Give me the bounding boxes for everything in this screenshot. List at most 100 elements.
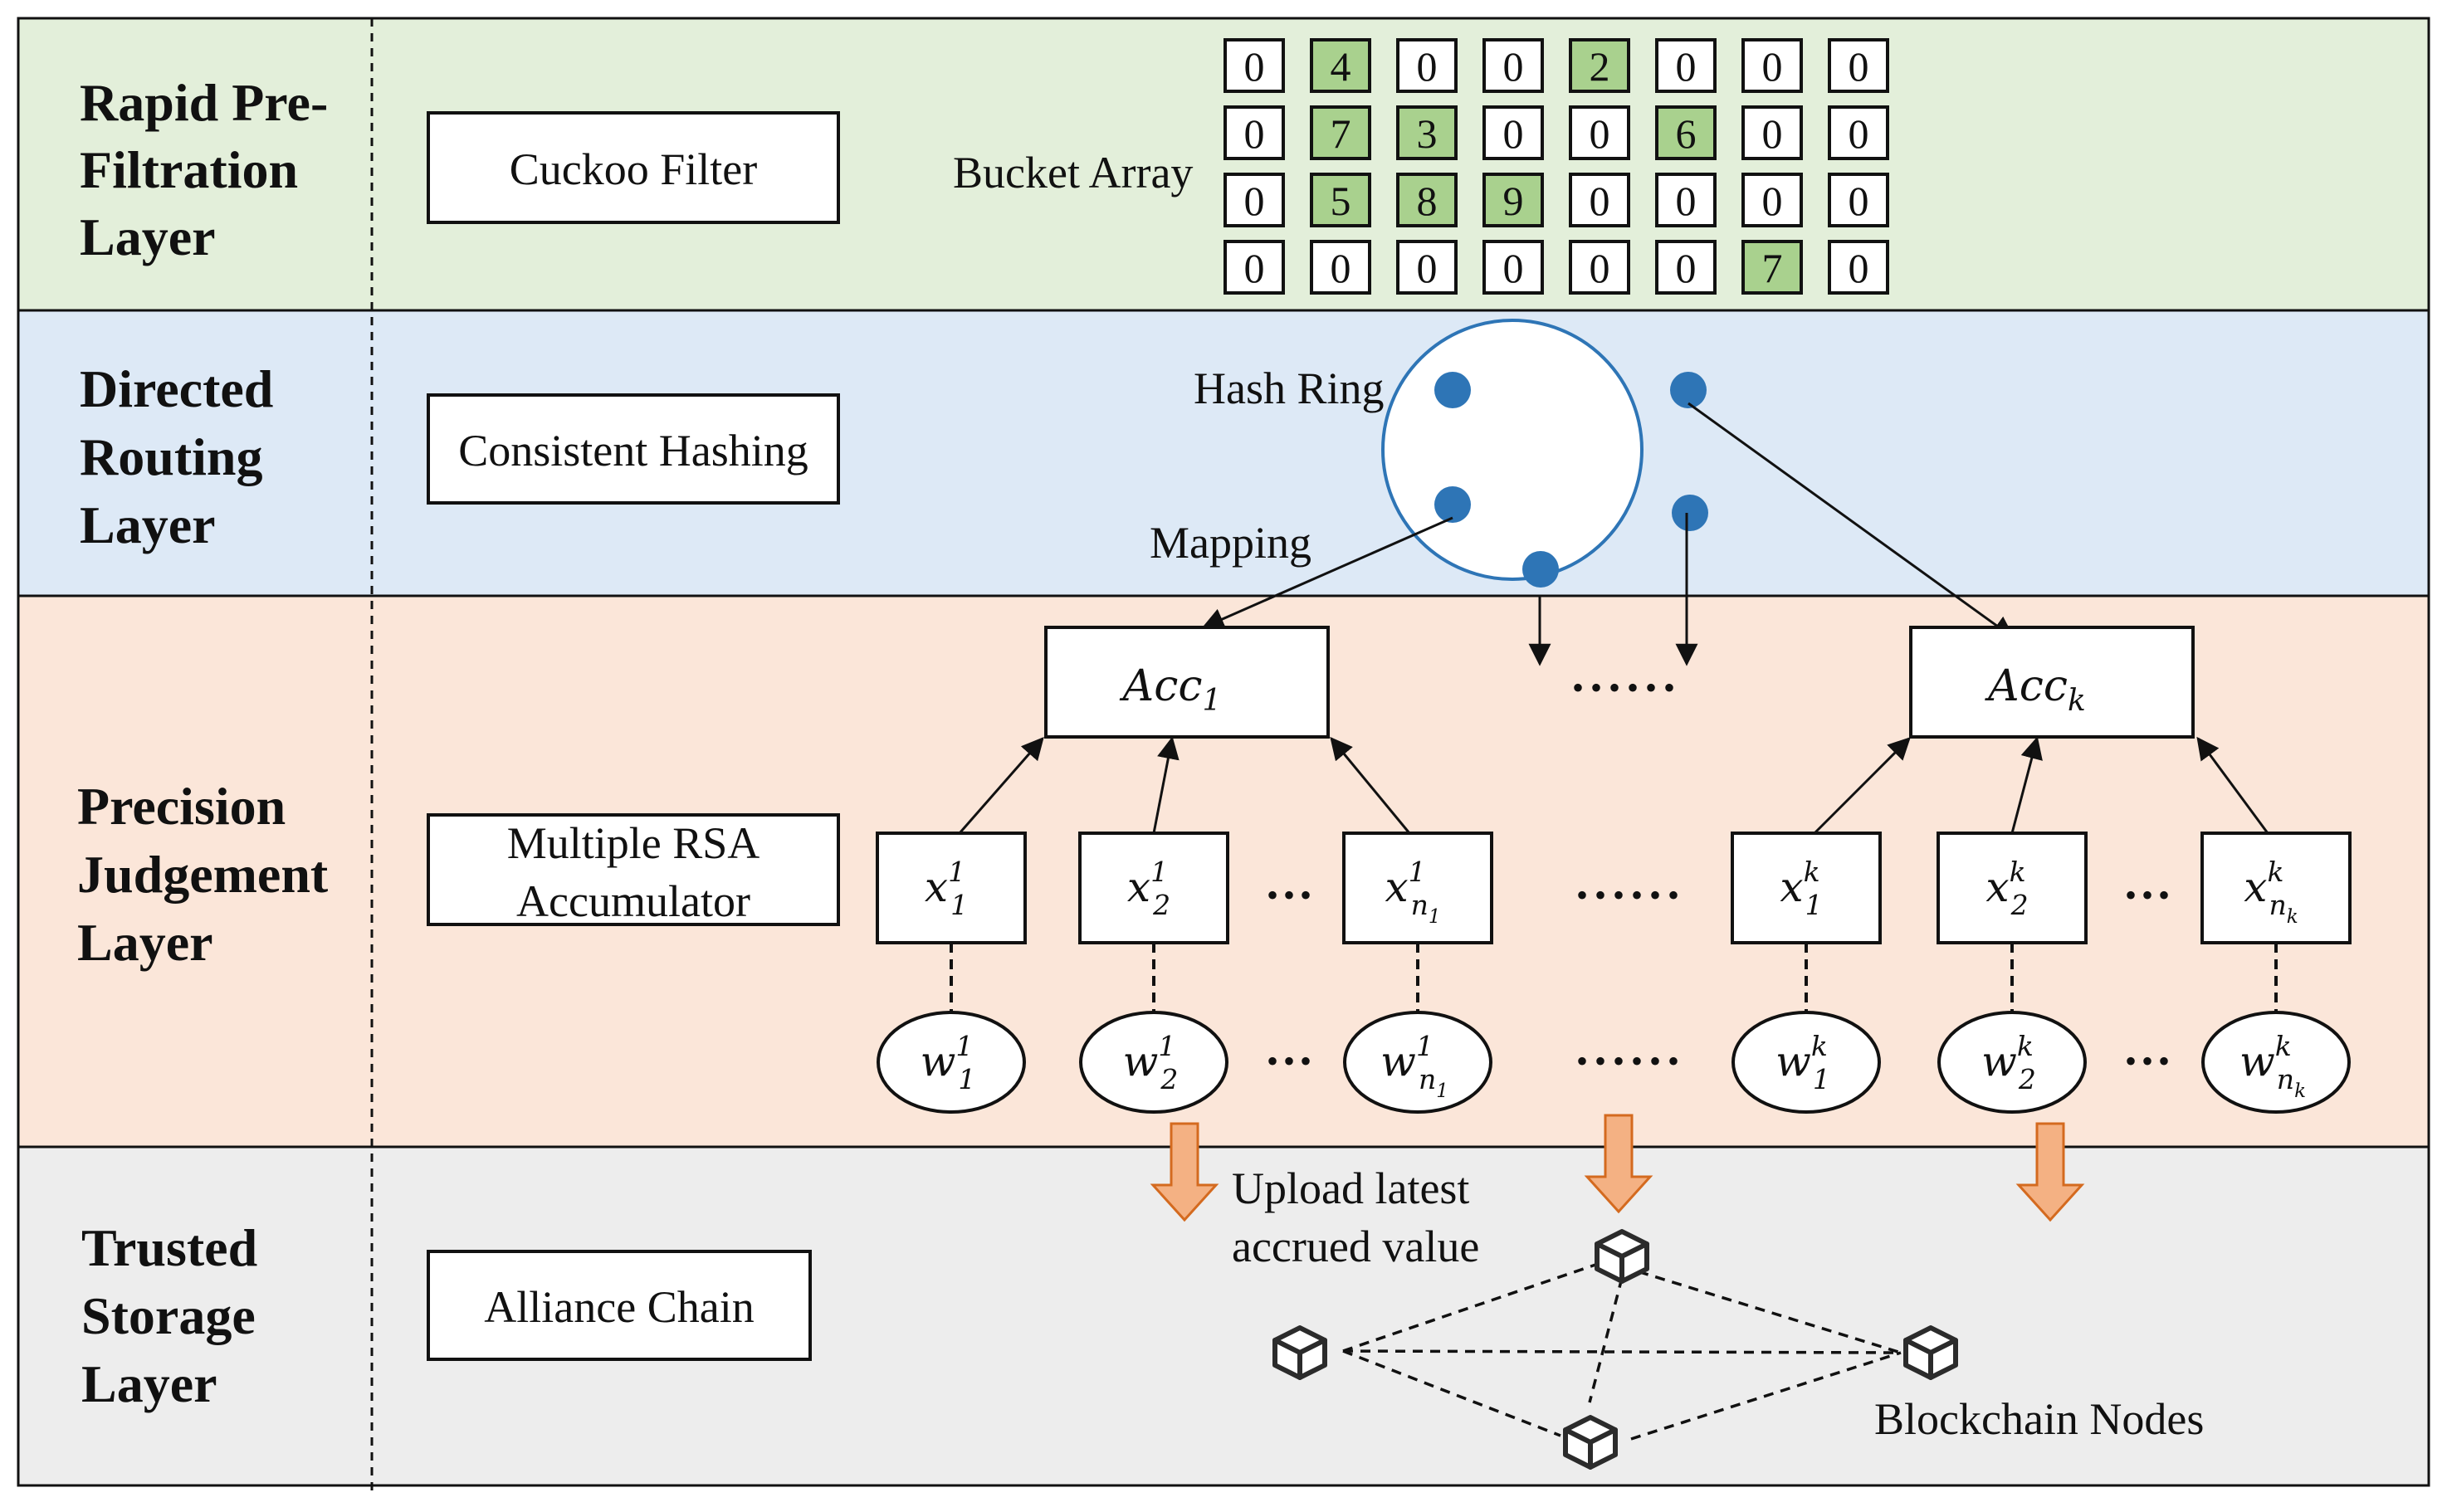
bucket-cell: 0: [1655, 240, 1717, 295]
bucket-cell: 0: [1741, 38, 1803, 93]
svg-text:0: 0: [1590, 110, 1610, 157]
layer-title-judgement: Precision Judgement Layer: [77, 777, 329, 972]
accumulator-1: Acc1: [1044, 626, 1330, 739]
hash-ring-node: [1522, 551, 1559, 588]
svg-text:x12: x12: [1127, 856, 1170, 921]
bucket-cell: 0: [1828, 105, 1889, 160]
upload-arrow: [1150, 1122, 1219, 1222]
svg-text:0: 0: [1590, 178, 1610, 224]
ellipsis-elements-group1: •••: [1267, 876, 1316, 914]
svg-text:x11: x11: [925, 856, 968, 921]
svg-text:6: 6: [1676, 110, 1697, 157]
svg-text:8: 8: [1417, 178, 1438, 224]
hash-ring-nodes: [1434, 372, 1708, 588]
svg-text:0: 0: [1417, 43, 1438, 90]
svg-text:0: 0: [1849, 245, 1869, 291]
ellipsis-witness-group2: •••: [2125, 1042, 2175, 1080]
bucket-cell: 0: [1569, 240, 1630, 295]
blockchain-nodes-label: Blockchain Nodes: [1874, 1394, 2204, 1444]
upload-label: Upload latest accrued value: [1232, 1163, 1479, 1271]
bucket-cell: 0: [1741, 173, 1803, 227]
svg-text:0: 0: [1762, 43, 1783, 90]
svg-text:w12: w12: [1123, 1030, 1179, 1095]
svg-text:xk2: xk2: [1985, 856, 2028, 921]
blockchain-links: [1342, 1260, 1902, 1441]
element-to-accumulator-arrow: [958, 736, 1044, 834]
layer-title-prefiltration: Rapid Pre- Filtration Layer: [80, 73, 328, 266]
svg-text:0: 0: [1676, 43, 1697, 90]
bucket-cell: 0: [1482, 38, 1544, 93]
svg-text:Upload latest: Upload latest: [1232, 1163, 1469, 1213]
upload-arrow: [2015, 1122, 2085, 1222]
bucket-cell: 0: [1396, 240, 1458, 295]
svg-text:0: 0: [1244, 245, 1265, 291]
svg-text:0: 0: [1331, 245, 1351, 291]
svg-text:0: 0: [1590, 245, 1610, 291]
svg-text:wk1: wk1: [1775, 1030, 1830, 1095]
svg-text:0: 0: [1417, 245, 1438, 291]
svg-text:xk1: xk1: [1780, 856, 1822, 921]
svg-text:0: 0: [1503, 43, 1524, 90]
blockchain-node-icon: [1903, 1325, 1958, 1380]
bucket-cell: 0: [1482, 105, 1544, 160]
module-rsa-accumulator: Multiple RSA Accumulator: [427, 813, 840, 926]
bucket-cell: 0: [1828, 240, 1889, 295]
svg-text:0: 0: [1244, 43, 1265, 90]
svg-text:Layer: Layer: [80, 495, 216, 554]
layer-band-routing: [17, 309, 2430, 597]
svg-text:Alliance Chain: Alliance Chain: [484, 1282, 754, 1332]
layer-title-storage: Trusted Storage Layer: [81, 1218, 257, 1413]
element-to-accumulator-arrow: [1152, 736, 1180, 834]
bucket-cell: 0: [1828, 38, 1889, 93]
svg-text:wk2: wk2: [1981, 1030, 2036, 1095]
svg-text:7: 7: [1331, 110, 1351, 157]
hash-ring-node: [1670, 372, 1707, 408]
svg-text:Directed: Directed: [80, 359, 273, 418]
svg-text:w11: w11: [921, 1030, 976, 1095]
svg-text:Accumulator: Accumulator: [516, 876, 750, 926]
svg-text:Trusted: Trusted: [81, 1218, 257, 1277]
ellipsis-accumulators: ••••••: [1572, 669, 1682, 706]
upload-arrow: [1584, 1114, 1653, 1214]
bucket-cell: 0: [1224, 173, 1285, 227]
svg-text:0: 0: [1762, 178, 1783, 224]
element-to-accumulator-arrow: [1813, 737, 1911, 835]
svg-text:0: 0: [1244, 110, 1265, 157]
svg-text:accrued value: accrued value: [1232, 1222, 1479, 1271]
bucket-cell: 0: [1828, 173, 1889, 227]
accumulator-k: Acck: [1909, 626, 2195, 739]
svg-text:0: 0: [1676, 245, 1697, 291]
svg-text:4: 4: [1331, 43, 1351, 90]
bucket-cell: 4: [1310, 38, 1371, 93]
svg-text:7: 7: [1762, 245, 1783, 291]
ellipsis-elements-middle: ••••••: [1576, 876, 1686, 914]
svg-text:Routing: Routing: [80, 427, 263, 486]
blockchain-node-icon: [1595, 1229, 1649, 1284]
svg-text:9: 9: [1503, 178, 1524, 224]
module-consistent-hashing: Consistent Hashing: [427, 393, 840, 505]
bucket-cell: 0: [1655, 38, 1717, 93]
bucket-cell: 0: [1224, 240, 1285, 295]
svg-text:Precision: Precision: [77, 777, 286, 836]
module-cuckoo-filter: Cuckoo Filter: [427, 111, 840, 224]
bucket-cell: 7: [1741, 240, 1803, 295]
svg-text:Multiple RSA: Multiple RSA: [507, 818, 760, 868]
blockchain-node-icon: [1272, 1325, 1327, 1380]
mapping-arrow-acc1: [1201, 516, 1453, 630]
blockchain-nodes: [1272, 1229, 1958, 1470]
element-to-accumulator-arrow: [2196, 736, 2269, 834]
ellipsis-witness-group1: •••: [1267, 1042, 1316, 1080]
module-alliance-chain: Alliance Chain: [427, 1250, 812, 1361]
hash-ring-node: [1434, 486, 1471, 523]
bucket-cell: 7: [1310, 105, 1371, 160]
